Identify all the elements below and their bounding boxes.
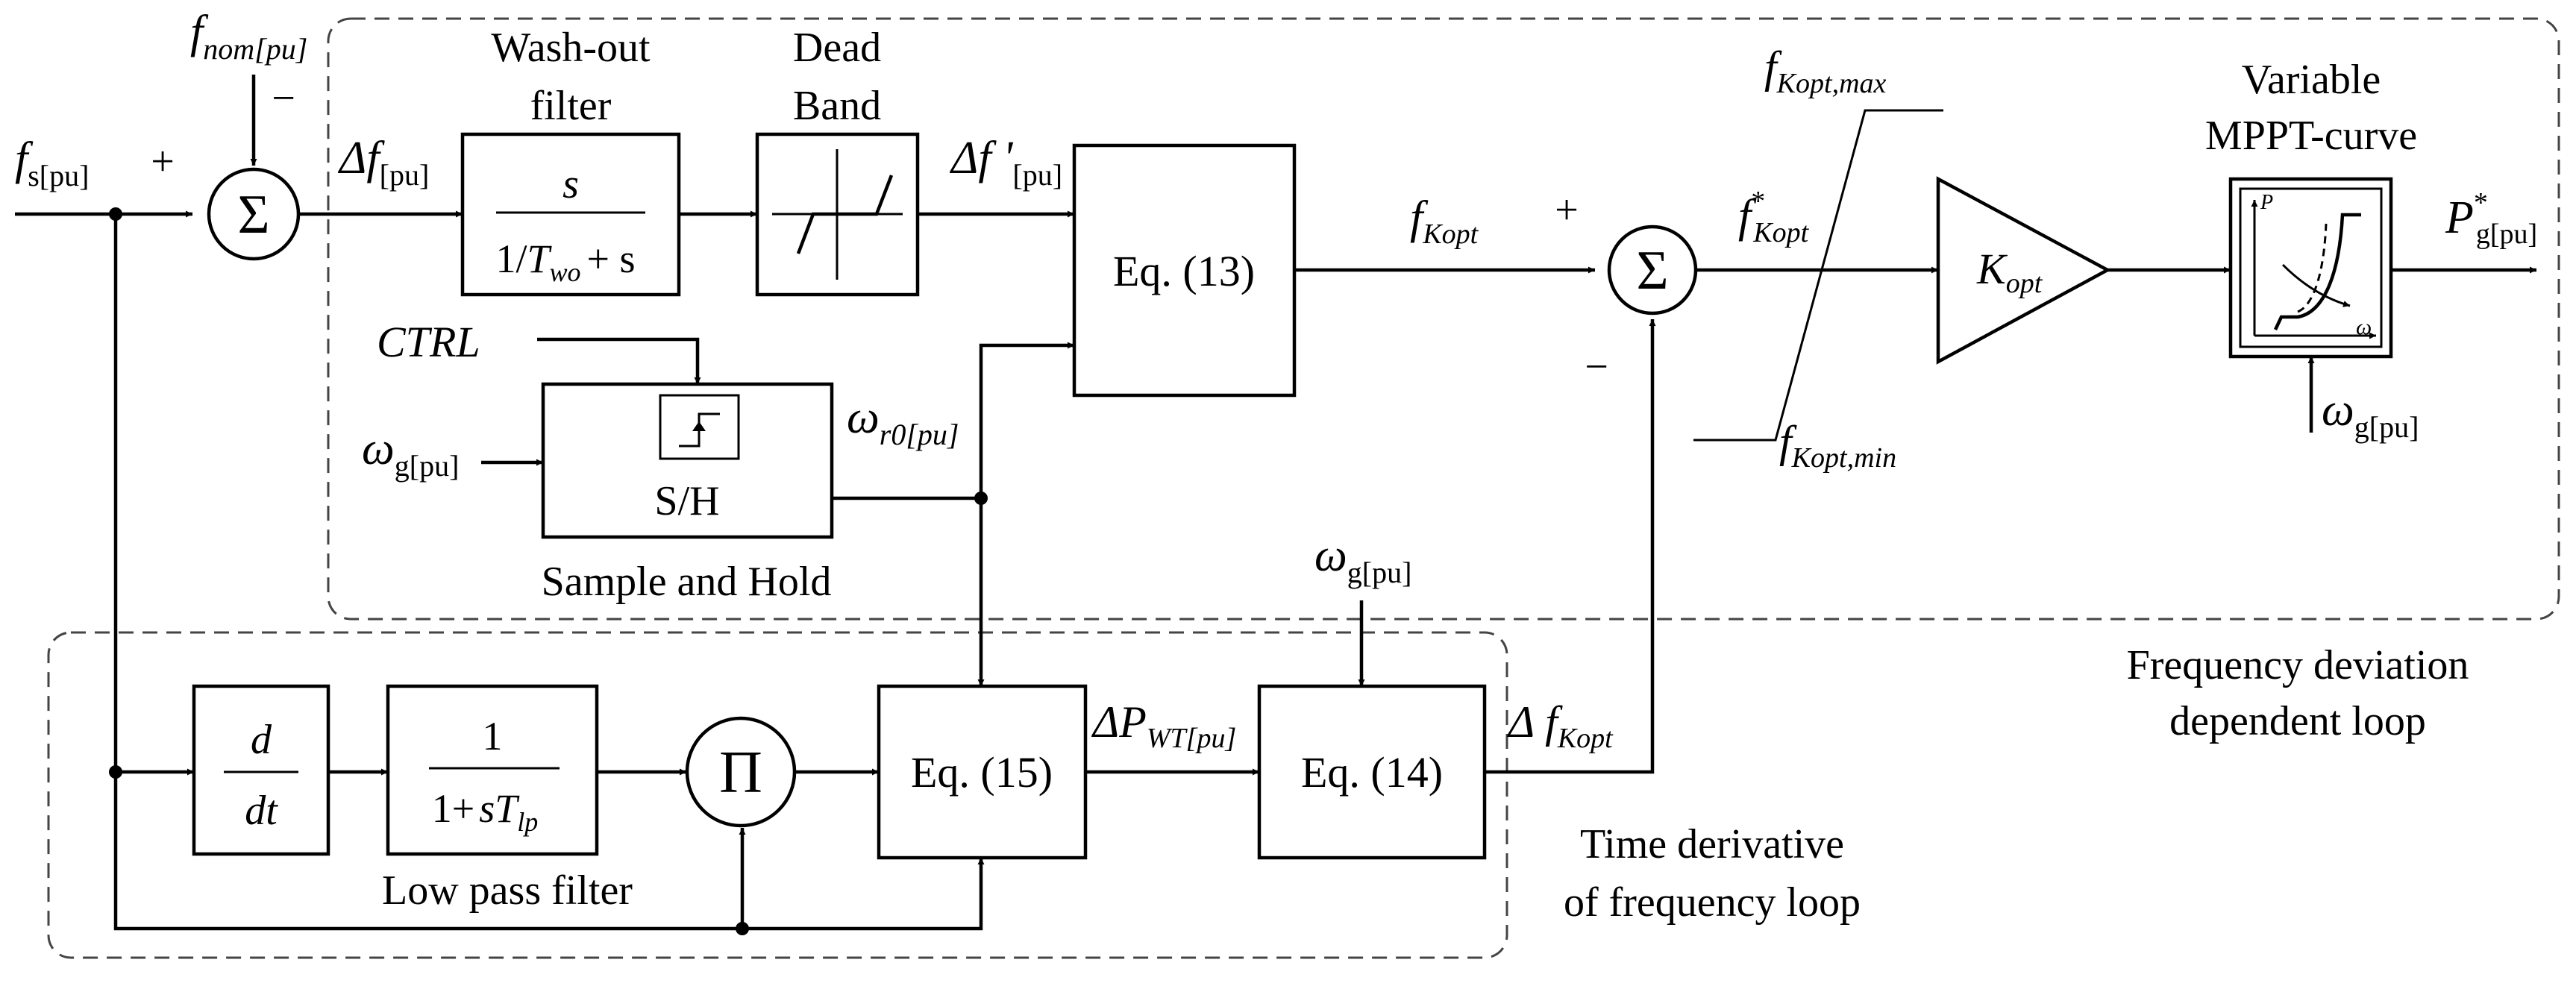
mppt-curve-icon (2273, 213, 2361, 330)
ctrl-label: CTRL (377, 318, 480, 366)
delta-p-wt-label: ΔPWT[pu] (1091, 697, 1236, 754)
svg-text:s: s (562, 161, 579, 207)
omega-g-label: ωg[pu] (362, 424, 459, 483)
delta-f-kopt-label: Δ fKopt (1507, 697, 1614, 754)
sample-hold-block: S/H (541, 382, 834, 539)
svg-text:Σ: Σ (237, 184, 269, 245)
freq-deviation-loop-caption-1: Frequency deviation (2127, 642, 2469, 688)
fs-label: fs[pu] (15, 134, 89, 192)
f-kopt-min-label: fKopt,min (1779, 417, 1896, 474)
time-derivative-loop-caption-1: Time derivative (1580, 821, 1844, 867)
svg-text:1/Two+ s: 1/Two+ s (495, 236, 635, 287)
svg-text:Variable: Variable (2242, 57, 2381, 103)
eq14-block: Eq. (14) (1257, 684, 1487, 860)
mppt-curve-block: Variable MPPT-curve P ω (2205, 57, 2417, 359)
junction-node (974, 492, 988, 505)
delta-f-label: Δf[pu] (337, 133, 429, 192)
sum1-minus-sign: − (272, 75, 295, 122)
svg-text:1: 1 (483, 714, 503, 759)
sum-junction-1: Σ (207, 167, 301, 261)
svg-text:Kopt: Kopt (1976, 245, 2043, 299)
dead-band-curve-icon (796, 175, 894, 254)
time-derivative-loop-caption-2: of frequency loop (1564, 879, 1861, 926)
washout-filter-block: Wash-out filter s 1/Two+ s (460, 25, 681, 297)
junction-node (109, 765, 122, 779)
f-kopt-star-label: f*Kopt (1738, 186, 1810, 248)
sum2-minus-sign: − (1585, 344, 1608, 390)
dead-band-block: Dead Band (755, 25, 920, 297)
p-g-star-label: P*g[pu] (2445, 187, 2537, 250)
svg-text:Wash-out: Wash-out (491, 25, 651, 71)
delta-f-prime-label: Δf '[pu] (949, 133, 1062, 192)
fnom-label: fnom[pu] (190, 7, 307, 66)
frequency-deviation-loop-outline (327, 17, 2560, 621)
derivative-block: d dt (192, 684, 330, 856)
omega-r0-label: ωr0[pu] (847, 392, 959, 451)
omega-g-mppt-label: ωg[pu] (2322, 385, 2419, 444)
low-pass-filter-block: 1 1+sTlp (386, 684, 599, 856)
sum-junction-2: Σ (1607, 225, 1698, 315)
freq-deviation-loop-caption-2: dependent loop (2169, 698, 2426, 744)
svg-text:1+sTlp: 1+sTlp (432, 786, 539, 837)
svg-text:d: d (251, 717, 272, 763)
omega-g-eq14-label: ωg[pu] (1314, 530, 1411, 589)
svg-text:Eq. (13): Eq. (13) (1113, 247, 1255, 295)
eq15-block: Eq. (15) (877, 684, 1088, 860)
svg-text:ω: ω (2356, 315, 2372, 339)
f-kopt-max-label: fKopt,max (1764, 43, 1887, 99)
low-pass-filter-caption: Low pass filter (382, 867, 633, 914)
svg-text:Π: Π (719, 740, 762, 806)
svg-text:S/H: S/H (654, 478, 719, 524)
signal-wires (15, 75, 2536, 931)
junction-node (109, 207, 122, 221)
eq13-block: Eq. (13) (1072, 143, 1297, 398)
sample-hold-caption: Sample and Hold (542, 559, 832, 605)
svg-text:Σ: Σ (1636, 240, 1668, 301)
product-junction: Π (685, 716, 797, 828)
junction-node (736, 922, 749, 935)
time-derivative-loop-outline (47, 631, 1508, 959)
svg-text:Eq. (14): Eq. (14) (1301, 748, 1443, 797)
svg-text:Dead: Dead (793, 25, 881, 71)
f-kopt-label: fKopt (1410, 192, 1479, 250)
svg-text:filter: filter (530, 83, 612, 129)
sum2-plus-sign: + (1555, 187, 1579, 233)
svg-text:P: P (2260, 191, 2273, 214)
kopt-gain-block: Kopt (1936, 176, 2111, 365)
svg-text:dt: dt (245, 788, 278, 834)
svg-text:Band: Band (793, 83, 881, 129)
svg-text:MPPT-curve: MPPT-curve (2205, 113, 2417, 159)
sum1-plus-sign: + (151, 139, 175, 185)
svg-text:Eq. (15): Eq. (15) (911, 748, 1053, 797)
